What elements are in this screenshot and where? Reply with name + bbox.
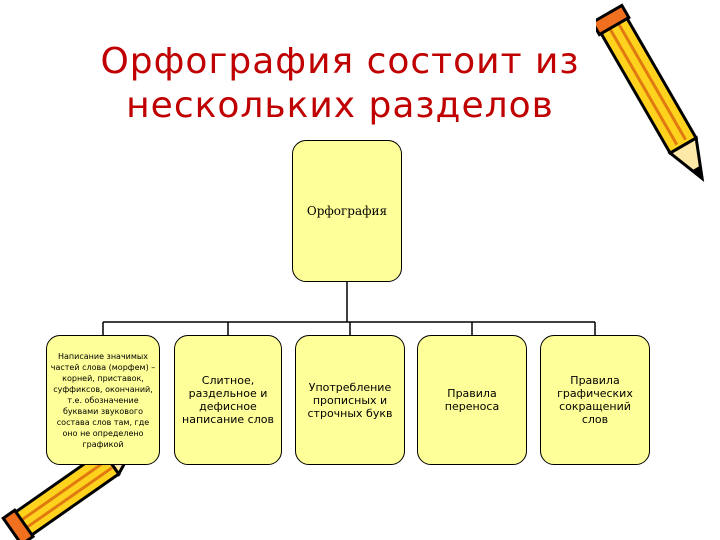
child-node-abbreviations: Правила графических сокращений слов (540, 335, 650, 465)
child-node-label: Употребление прописных и строчных букв (307, 380, 393, 420)
title-line-1: Орфография состоит из (100, 41, 580, 82)
child-node-label: Написание значимых частей слова (морфем)… (50, 351, 156, 449)
child-node-morphemes: Написание значимых частей слова (морфем)… (46, 335, 160, 465)
child-node-capital-letters: Употребление прописных и строчных букв (295, 335, 405, 465)
title-line-2: нескольких разделов (126, 85, 554, 126)
child-node-hyphenation: Правила переноса (417, 335, 527, 465)
child-node-label: Правила графических сокращений слов (557, 374, 633, 426)
slide-title: Орфография состоит из нескольких раздело… (60, 40, 620, 128)
root-node: Орфография (292, 140, 402, 282)
child-node-label: Слитное, раздельное и дефисное написание… (182, 374, 274, 426)
pencil-icon (596, 3, 705, 182)
child-node-spelling-together: Слитное, раздельное и дефисное написание… (174, 335, 282, 465)
root-node-label: Орфография (306, 204, 388, 218)
child-node-label: Правила переноса (444, 387, 500, 413)
